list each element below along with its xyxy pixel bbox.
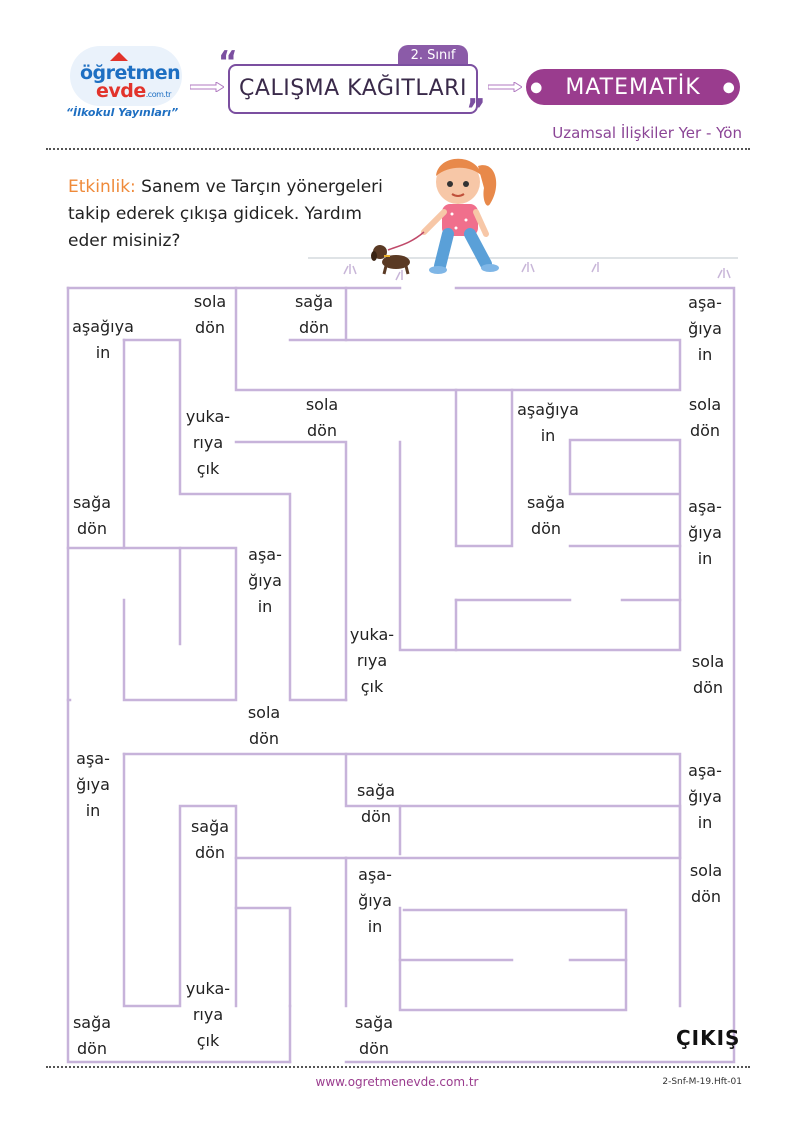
grade-badge: 2. Sınıf <box>398 45 468 65</box>
arrow-right-icon <box>190 82 224 92</box>
subject-badge: ● MATEMATİK ● <box>526 69 740 105</box>
divider <box>46 148 750 150</box>
topic-subtitle: Uzamsal İlişkiler Yer - Yön <box>552 124 742 142</box>
logo-tagline: “İlkokul Yayınları” <box>66 106 179 119</box>
house-roof-icon <box>110 52 128 61</box>
title-box: ÇALIŞMA KAĞITLARI <box>228 64 478 114</box>
girl-walking-dog-illustration <box>308 158 738 281</box>
activity-label: Etkinlik: <box>68 177 136 197</box>
activity-text: Sanem ve Tarçın yönergeleri takip ederek… <box>68 177 383 251</box>
arrow-right-icon <box>488 82 522 92</box>
footer-code: 2-Snf-M-19.Hft-01 <box>662 1077 742 1087</box>
maze-walls <box>66 286 736 1064</box>
bullet-icon: ● <box>530 79 544 96</box>
quote-close-icon: ” <box>466 93 486 128</box>
publisher-logo: öğretmen evde.com.tr “İlkokul Yayınları” <box>62 40 188 128</box>
maze-exit-label: ÇIKIŞ <box>676 1026 741 1050</box>
bullet-icon: ● <box>722 79 736 96</box>
quote-open-icon: “ <box>218 45 238 80</box>
logo-text-line1: öğretmen <box>80 62 181 84</box>
divider <box>46 1066 750 1068</box>
footer-url[interactable]: www.ogretmenevde.com.tr <box>315 1075 479 1089</box>
logo-text-line2: evde.com.tr <box>96 80 171 102</box>
activity-instructions: Etkinlik: Sanem ve Tarçın yönergeleri ta… <box>68 174 398 255</box>
page-title: ÇALIŞMA KAĞITLARI <box>239 76 467 101</box>
